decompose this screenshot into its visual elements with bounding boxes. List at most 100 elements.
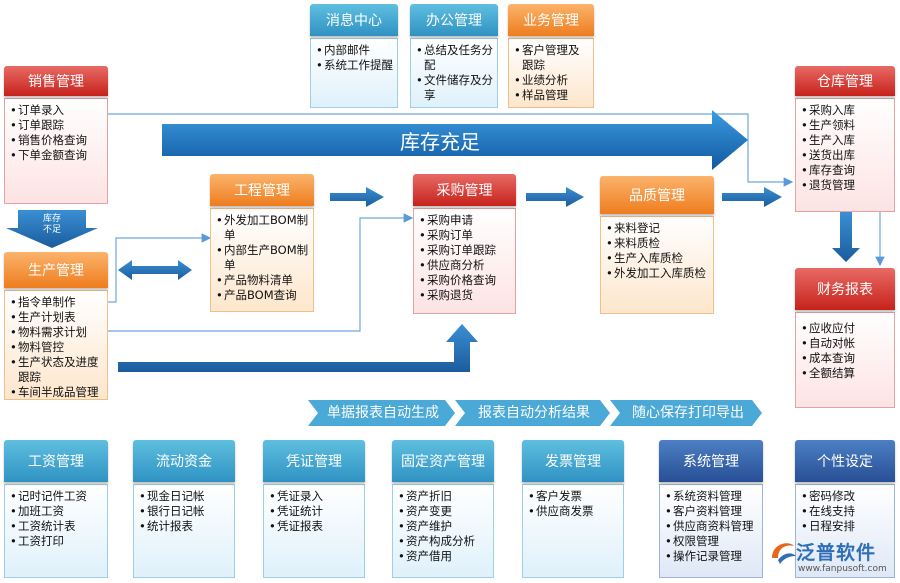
module-message-center[interactable]: 消息中心 内部邮件系统工作提醒 — [310, 4, 398, 108]
module-item[interactable]: 现金日记帐 — [139, 489, 230, 504]
module-purchase[interactable]: 采购管理 采购申请采购订单采购订单跟踪供应商分析采购价格查询采购退货 — [413, 174, 516, 314]
module-business-management[interactable]: 业务管理 客户管理及跟踪业绩分析样品管理 — [508, 4, 594, 108]
module-item[interactable]: 凭证报表 — [269, 519, 360, 534]
module-item[interactable]: 资产构成分析 — [398, 534, 489, 549]
module-item[interactable]: 生产入库 — [801, 133, 890, 148]
module-warehouse[interactable]: 仓库管理 采购入库生产领料生产入库送货出库库存查询退货管理 — [795, 66, 895, 212]
module-item[interactable]: 自动对帐 — [801, 336, 890, 351]
module-item[interactable]: 统计报表 — [139, 519, 230, 534]
module-item-list: 客户管理及跟踪业绩分析样品管理 — [514, 43, 589, 103]
module-item[interactable]: 供应商分析 — [419, 258, 511, 273]
module-title: 业务管理 — [508, 4, 594, 36]
module-item[interactable]: 生产计划表 — [10, 310, 103, 325]
module-sales[interactable]: 销售管理 订单录入订单跟踪销售价格查询下单金额查询 — [4, 66, 108, 204]
module-item[interactable]: 凭证统计 — [269, 504, 360, 519]
module-item[interactable]: 采购订单 — [419, 228, 511, 243]
module-item[interactable]: 来料登记 — [606, 221, 709, 236]
module-item[interactable]: 供应商资料管理 — [665, 519, 758, 534]
module-item[interactable]: 采购订单跟踪 — [419, 243, 511, 258]
module-item[interactable]: 在线支持 — [801, 504, 890, 519]
module-title: 个性设定 — [795, 440, 895, 482]
module-finance-reports[interactable]: 财务报表 应收应付自动对帐成本查询全额结算 — [795, 268, 895, 408]
module-item[interactable]: 总结及任务分配 — [416, 43, 493, 73]
module-item[interactable]: 内部生产BOM制单 — [216, 243, 309, 273]
module-item[interactable]: 产品物料清单 — [216, 273, 309, 288]
shortage-line2: 不足 — [42, 225, 61, 235]
module-item[interactable]: 样品管理 — [514, 88, 589, 103]
chevron-1-shape — [308, 400, 455, 426]
module-office-management[interactable]: 办公管理 总结及任务分配文件储存及分享 — [410, 4, 498, 108]
module-production[interactable]: 生产管理 指令单制作生产计划表物料需求计划物料管控生产状态及进度跟踪车间半成品管… — [4, 252, 108, 400]
conn-production-engineering — [108, 233, 212, 303]
arrow-purchase-quality — [526, 187, 584, 207]
module-item[interactable]: 订单跟踪 — [10, 118, 103, 133]
module-item[interactable]: 订单录入 — [10, 103, 103, 118]
module-item[interactable]: 退货管理 — [801, 178, 890, 193]
module-item[interactable]: 采购申请 — [419, 213, 511, 228]
module-item[interactable]: 工资统计表 — [10, 519, 103, 534]
module-title: 发票管理 — [522, 440, 624, 482]
module-item[interactable]: 系统资料管理 — [665, 489, 758, 504]
module-item[interactable]: 银行日记帐 — [139, 504, 230, 519]
module-item[interactable]: 销售价格查询 — [10, 133, 103, 148]
module-item[interactable]: 客户资料管理 — [665, 504, 758, 519]
module-item[interactable]: 指令单制作 — [10, 295, 103, 310]
module-item[interactable]: 供应商发票 — [528, 504, 619, 519]
module-item[interactable]: 资产折旧 — [398, 489, 489, 504]
module-quality[interactable]: 品质管理 来料登记来料质检生产入库质检外发加工入库质检 — [600, 176, 714, 314]
arrow-quality-warehouse — [722, 187, 782, 207]
module-item[interactable]: 下单金额查询 — [10, 148, 103, 163]
arrow-warehouse-finance — [832, 212, 860, 262]
module-item[interactable]: 客户发票 — [528, 489, 619, 504]
module-item[interactable]: 业绩分析 — [514, 73, 589, 88]
module-item[interactable]: 系统工作提醒 — [316, 58, 393, 73]
module-payroll[interactable]: 工资管理 记时记件工资加班工资工资统计表工资打印 — [4, 440, 108, 578]
module-item[interactable]: 客户管理及跟踪 — [514, 43, 589, 73]
module-item-list: 应收应付自动对帐成本查询全额结算 — [801, 321, 890, 381]
module-item[interactable]: 物料管控 — [10, 340, 103, 355]
module-item[interactable]: 记时记件工资 — [10, 489, 103, 504]
module-item-list: 总结及任务分配文件储存及分享 — [416, 43, 493, 103]
module-system[interactable]: 系统管理 系统资料管理客户资料管理供应商资料管理权限管理操作记录管理 — [659, 440, 763, 578]
module-invoice[interactable]: 发票管理 客户发票供应商发票 — [522, 440, 624, 578]
module-title: 生产管理 — [4, 252, 108, 288]
module-voucher[interactable]: 凭证管理 凭证录入凭证统计凭证报表 — [263, 440, 365, 578]
module-item[interactable]: 资产借用 — [398, 549, 489, 564]
module-item[interactable]: 操作记录管理 — [665, 549, 758, 564]
module-item[interactable]: 采购价格查询 — [419, 273, 511, 288]
module-item[interactable]: 资产变更 — [398, 504, 489, 519]
module-item[interactable]: 外发加工BOM制单 — [216, 213, 309, 243]
module-item[interactable]: 内部邮件 — [316, 43, 393, 58]
module-item[interactable]: 工资打印 — [10, 534, 103, 549]
module-item[interactable]: 权限管理 — [665, 534, 758, 549]
module-item[interactable]: 密码修改 — [801, 489, 890, 504]
module-item[interactable]: 日程安排 — [801, 519, 890, 534]
module-item[interactable]: 全额结算 — [801, 366, 890, 381]
module-fixed-assets[interactable]: 固定资产管理 资产折旧资产变更资产维护资产构成分析资产借用 — [392, 440, 494, 578]
module-item[interactable]: 产品BOM查询 — [216, 288, 309, 303]
module-item[interactable]: 资产维护 — [398, 519, 489, 534]
module-item[interactable]: 物料需求计划 — [10, 325, 103, 340]
module-item[interactable]: 采购入库 — [801, 103, 890, 118]
module-item-list: 现金日记帐银行日记帐统计报表 — [139, 489, 230, 534]
module-item[interactable]: 生产状态及进度跟踪 — [10, 355, 103, 385]
module-item[interactable]: 车间半成品管理 — [10, 385, 103, 400]
module-item[interactable]: 库存查询 — [801, 163, 890, 178]
module-item[interactable]: 来料质检 — [606, 236, 709, 251]
module-item[interactable]: 应收应付 — [801, 321, 890, 336]
module-item[interactable]: 生产领料 — [801, 118, 890, 133]
stock-banner-arrow — [162, 110, 748, 170]
module-item[interactable]: 送货出库 — [801, 148, 890, 163]
module-working-capital[interactable]: 流动资金 现金日记帐银行日记帐统计报表 — [133, 440, 235, 578]
module-engineering[interactable]: 工程管理 外发加工BOM制单内部生产BOM制单产品物料清单产品BOM查询 — [210, 174, 314, 312]
module-item[interactable]: 加班工资 — [10, 504, 103, 519]
module-item[interactable]: 文件储存及分享 — [416, 73, 493, 103]
module-item[interactable]: 凭证录入 — [269, 489, 360, 504]
arrow-eng-purchase — [330, 187, 384, 207]
module-item[interactable]: 成本查询 — [801, 351, 890, 366]
module-personal-settings[interactable]: 个性设定 密码修改在线支持日程安排 — [795, 440, 895, 578]
conn-production-purchase — [86, 213, 414, 332]
module-item[interactable]: 采购退货 — [419, 288, 511, 303]
module-item[interactable]: 外发加工入库质检 — [606, 266, 709, 281]
module-item[interactable]: 生产入库质检 — [606, 251, 709, 266]
